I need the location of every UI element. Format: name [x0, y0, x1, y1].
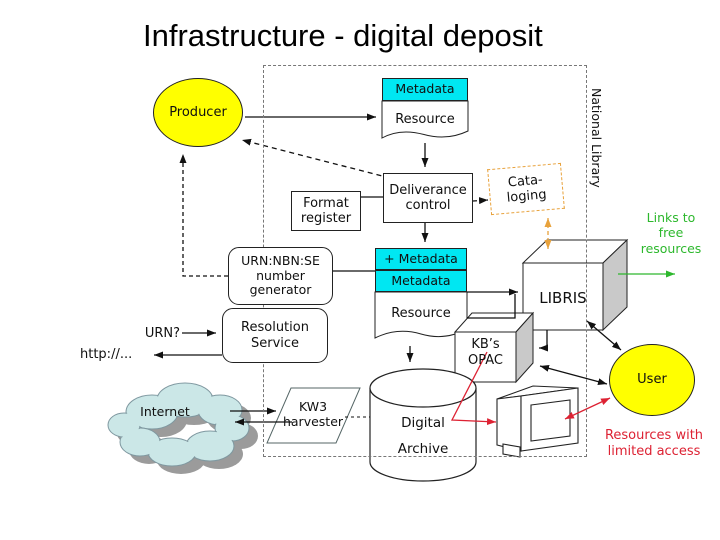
producer-node: Producer — [153, 78, 243, 147]
resolution-service-line1: Resolution — [241, 320, 309, 336]
resolution-service-line2: Service — [250, 335, 300, 351]
libris-cube — [521, 238, 629, 332]
resource-mid-label: Resource — [391, 306, 451, 321]
urn-generator-line3: generator — [249, 282, 312, 298]
user-label: User — [637, 372, 667, 388]
arrow-libris-user — [586, 320, 622, 351]
user-node: User — [609, 344, 695, 416]
links-free-line1: Links to — [646, 210, 696, 225]
digital-archive-label-line1: Digital — [401, 415, 445, 431]
kw3-harvester-parallelogram — [266, 387, 361, 444]
urn-question-label: URN? — [144, 326, 180, 341]
format-register-node: Format register — [291, 191, 361, 231]
deliverance-line2: control — [405, 198, 451, 213]
arrow-deliverance-to-cataloging — [472, 197, 489, 205]
kw3-harvester-line1: KW3 — [298, 399, 328, 414]
metadata-mid-node: Metadata — [375, 270, 467, 292]
metadata-top-node: Metadata — [382, 78, 468, 101]
metadata-mid-label: Metadata — [391, 272, 451, 288]
monitor-icon — [496, 385, 579, 458]
resource-top-label: Resource — [395, 112, 455, 127]
producer-label: Producer — [169, 104, 227, 120]
national-library-label: National Library — [589, 88, 604, 188]
urn-number-generator-node: URN:NBN:SE number generator — [228, 247, 333, 305]
format-register-line1: Format — [303, 195, 349, 211]
kbs-opac-label: KB’s OPAC — [455, 337, 516, 369]
plus-metadata-node: + Metadata — [375, 248, 467, 270]
internet-label: Internet — [140, 404, 190, 419]
kw3-harvester-label: KW3 harvester — [277, 399, 349, 430]
resources-limited-access-label: Resources with limited access — [595, 428, 713, 460]
kbs-opac-line2: OPAC — [468, 352, 503, 368]
line-resource-to-libris-elbow — [467, 294, 516, 319]
arrow-user-monitor — [564, 397, 611, 420]
libris-label: LIBRIS — [539, 289, 587, 307]
resolution-service-node: Resolution Service — [222, 308, 328, 363]
links-free-line2: free — [658, 225, 684, 241]
digital-archive-cylinder-icon — [369, 368, 477, 482]
kw3-harvester-line2: harvester — [282, 414, 344, 430]
links-free-line3: resources — [640, 240, 702, 256]
digital-archive-label-line2: Archive — [397, 441, 449, 457]
deliverance-line1: Deliverance — [389, 182, 467, 198]
deliverance-control-node: Deliverance control — [383, 173, 473, 223]
slide-title: Infrastructure - digital deposit — [143, 18, 543, 53]
plus-metadata-label: + Metadata — [384, 250, 458, 266]
urn-generator-line2: number — [256, 267, 305, 283]
urn-generator-line1: URN:NBN:SE — [241, 252, 320, 268]
links-free-resources-label: Links to free resources — [625, 210, 717, 256]
arrow-libris-to-opac — [539, 330, 548, 352]
arrow-urngenerator-to-producer — [179, 154, 228, 277]
resource-top-document-shape — [381, 100, 469, 139]
resources-limited-line2: limited access — [607, 443, 701, 459]
connector-arrows — [154, 113, 675, 426]
arrow-opac-to-monitor — [450, 351, 497, 426]
cataloging-line2: loging — [506, 187, 548, 206]
metadata-top-label: Metadata — [395, 81, 455, 97]
http-url-label: http://... — [80, 347, 133, 362]
resources-limited-line1: Resources with — [604, 428, 704, 443]
arrow-opac-user — [539, 364, 608, 386]
internet-cloud-icon — [107, 382, 258, 474]
format-register-line2: register — [300, 211, 352, 226]
cataloging-node: Cata- loging — [487, 162, 565, 216]
arrow-deliverance-to-producer — [241, 138, 391, 179]
kbs-opac-line1: KB’s — [471, 337, 500, 352]
